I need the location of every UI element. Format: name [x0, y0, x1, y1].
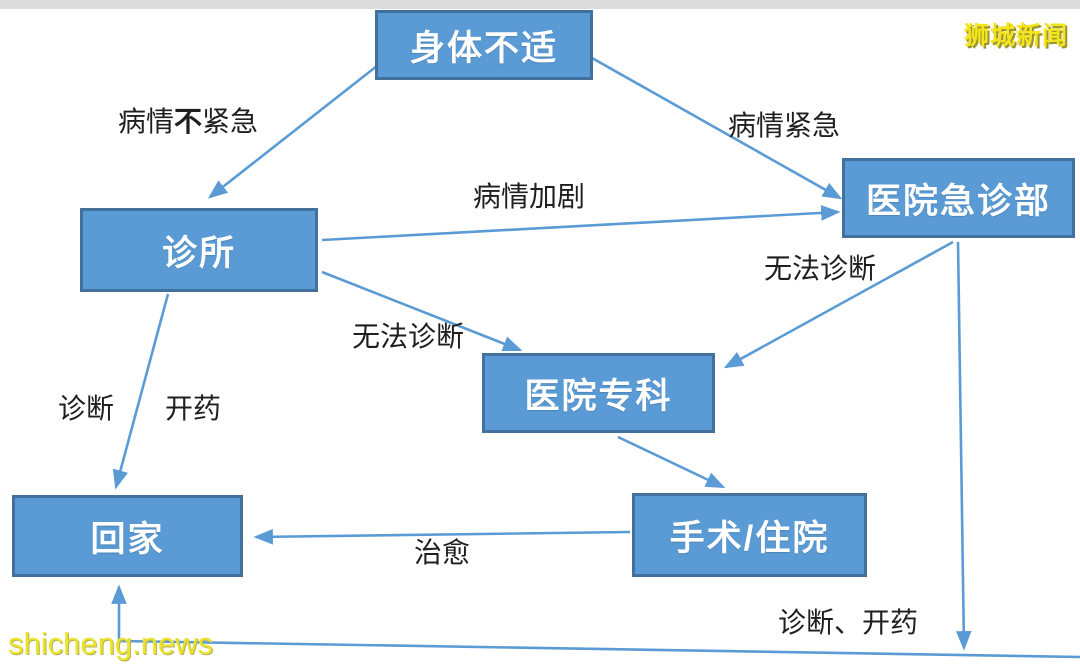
node-emergency-label: 医院急诊部	[865, 181, 1051, 221]
edge-clinic-to-specialist	[321, 270, 523, 352]
node-specialist-label: 医院专科	[524, 376, 673, 416]
edge-emergency-down	[955, 241, 972, 651]
edge-label-not-urgent-prefix: 病情	[118, 106, 175, 137]
edge-bottom-to-home	[111, 584, 1080, 659]
edge-label-urgent: 病情紧急	[728, 110, 841, 141]
edge-clinic-to-home	[112, 293, 170, 490]
edge-label-not-urgent: 病情不紧急	[118, 106, 258, 138]
edge-label-worsens: 病情加剧	[473, 181, 586, 212]
edge-unwell-to-emergency	[591, 56, 843, 200]
edge-specialist-to-surgery	[617, 435, 726, 489]
edge-label-cannot-diagnose-emergency: 无法诊断	[764, 253, 877, 284]
node-emergency: 医院急诊部	[842, 158, 1075, 238]
edge-label-diagnose: 诊断	[58, 393, 115, 424]
edge-label-diagnose-prescribe: 诊断、开药	[778, 607, 919, 638]
edge-label-cured: 治愈	[414, 537, 471, 568]
edge-surgery-to-home	[253, 528, 631, 545]
node-surgery: 手术/住院	[632, 493, 867, 577]
node-surgery-label: 手术/住院	[669, 518, 830, 558]
node-home-label: 回家	[90, 519, 165, 559]
watermark-bottom-left: shicheng.news	[8, 626, 214, 661]
node-clinic-label: 诊所	[161, 233, 236, 273]
node-clinic: 诊所	[80, 208, 318, 292]
edge-unwell-to-clinic	[207, 60, 383, 199]
node-unwell-label: 身体不适	[409, 28, 558, 68]
edge-label-not-urgent-bold: 不	[174, 106, 203, 137]
node-unwell: 身体不适	[375, 10, 593, 80]
node-home: 回家	[12, 495, 243, 577]
node-specialist: 医院专科	[482, 353, 715, 433]
watermark-top-right: 狮城新闻	[963, 22, 1068, 50]
edge-clinic-to-emergency	[321, 205, 841, 242]
edge-label-not-urgent-suffix: 紧急	[202, 106, 259, 137]
top-divider	[0, 0, 1080, 9]
edge-emergency-to-specialist	[723, 240, 954, 369]
edge-label-cannot-diagnose-clinic: 无法诊断	[352, 321, 465, 352]
edge-label-prescribe: 开药	[165, 393, 222, 424]
